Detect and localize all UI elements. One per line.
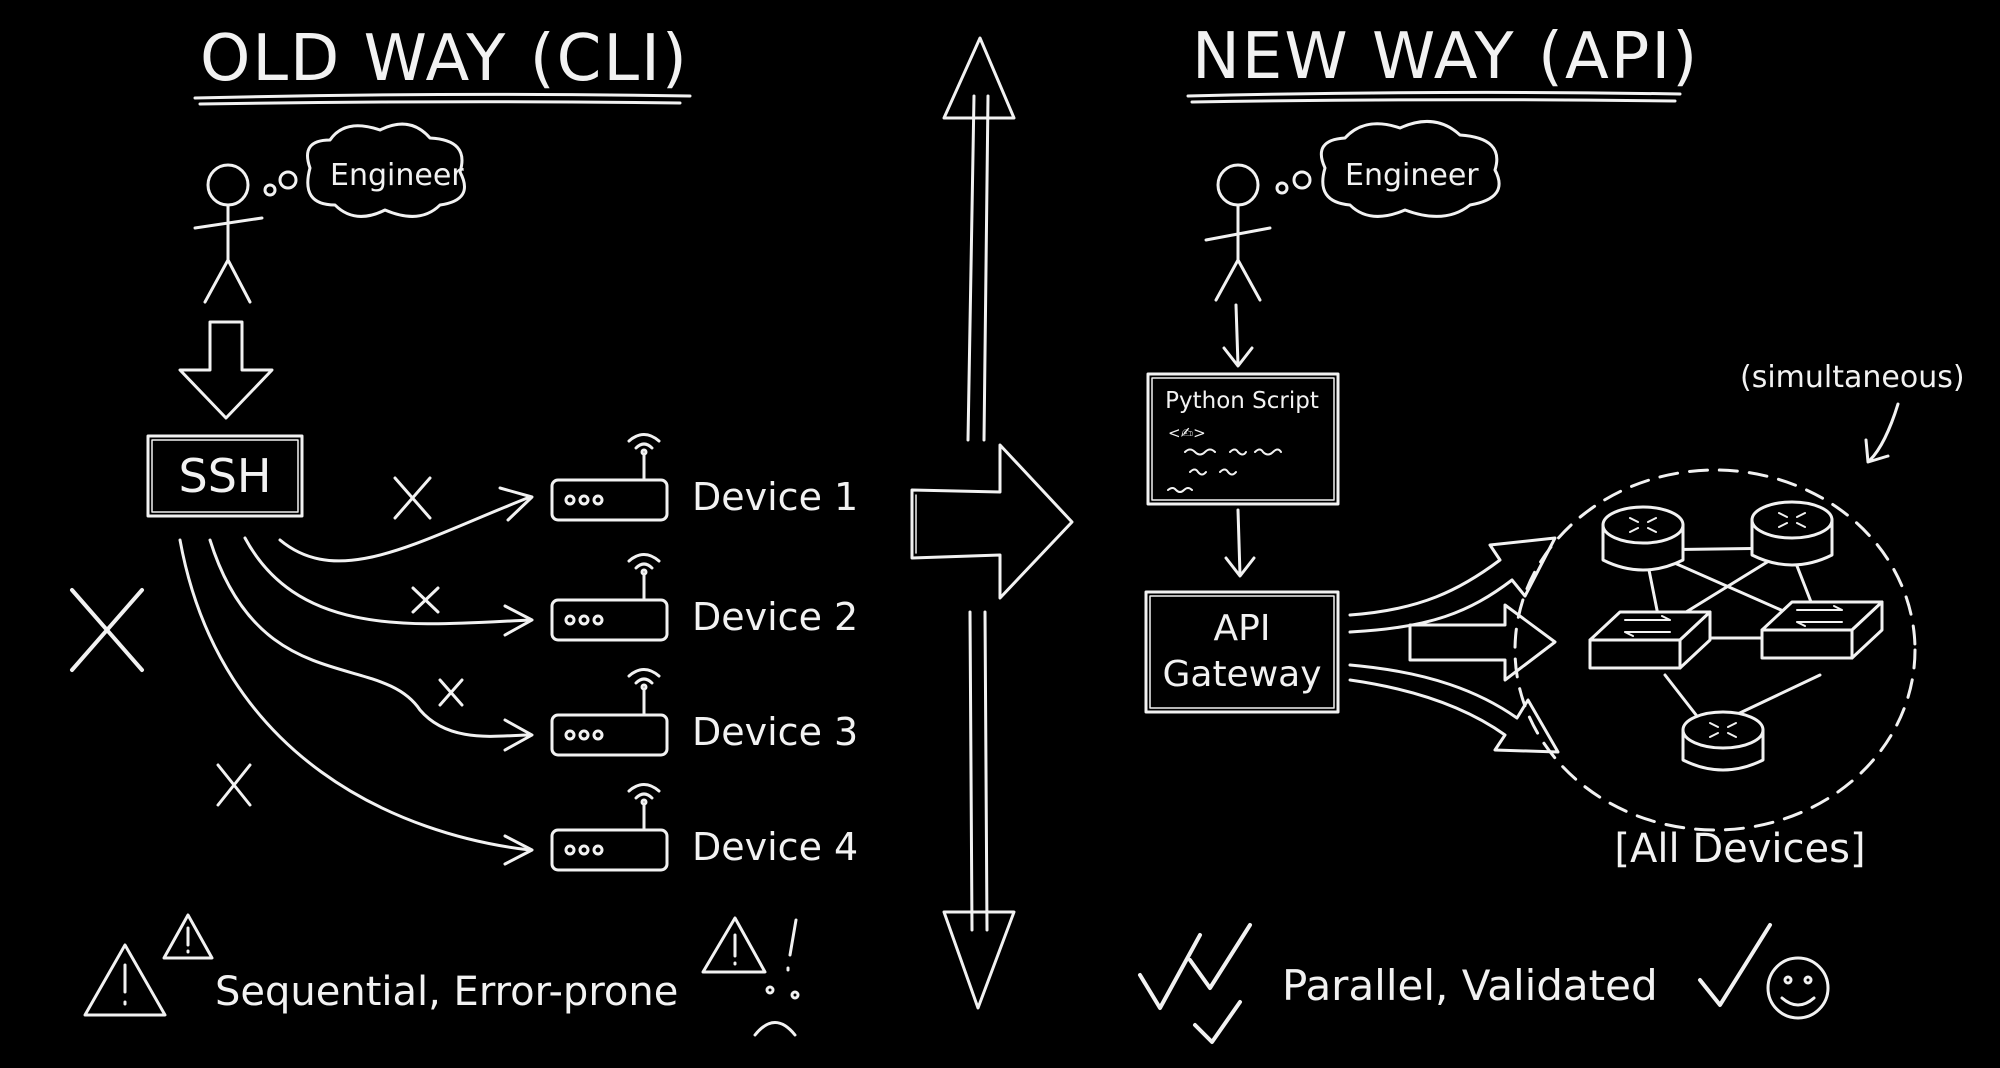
- switch-icon: [1588, 610, 1712, 670]
- parallel-arrow-icon: [1348, 536, 1557, 634]
- python-script-title: Python Script: [1165, 388, 1319, 414]
- router-icon: [1750, 500, 1834, 567]
- router-icon: [1601, 505, 1685, 572]
- x-icon: [216, 763, 252, 807]
- device-list: Device 1 Device 2 Device 3: [550, 433, 858, 872]
- smiley-icon: [1766, 956, 1830, 1020]
- warning-icon: [162, 913, 214, 960]
- api-gateway-box: API Gateway: [1144, 590, 1340, 714]
- checkmark-icons: [1138, 923, 1772, 1044]
- device-label: Device 1: [692, 475, 858, 519]
- new-way-footer: Parallel, Validated: [1282, 961, 1658, 1010]
- device-label: Device 3: [692, 710, 858, 754]
- warning-icon: [83, 943, 167, 1017]
- x-icon: [411, 586, 440, 614]
- arrow-up-icon: [942, 36, 1016, 120]
- note-arrow: [1864, 402, 1900, 464]
- arrow-to-script: [1222, 303, 1254, 368]
- x-icon: [438, 678, 464, 707]
- x-icon: [70, 588, 144, 672]
- simultaneous-note: (simultaneous): [1740, 360, 1965, 395]
- checkmark-icon: [1188, 923, 1252, 990]
- new-way-title-underline: [1186, 90, 1682, 104]
- ssh-box: SSH: [146, 434, 304, 518]
- down-arrow-icon: [178, 320, 274, 420]
- device-item: Device 2: [550, 553, 858, 642]
- old-way-footer: Sequential, Error-prone: [215, 969, 678, 1015]
- device-item: Device 1: [550, 433, 858, 522]
- router-icon: [550, 553, 669, 642]
- engineer-label-left: Engineer: [330, 158, 464, 193]
- router-icon: [550, 433, 669, 522]
- device-label: Device 2: [692, 595, 858, 639]
- arrow-down-icon: [942, 910, 1016, 1010]
- arrow-to-device-3: [208, 538, 532, 738]
- arrow-to-device-1: [278, 495, 532, 563]
- parallel-arrow-icon: [1408, 603, 1557, 682]
- code-scribble: [1167, 448, 1282, 493]
- divider-line: [966, 94, 990, 442]
- error-marks: [70, 476, 464, 807]
- arrow-to-device-1-head: [498, 486, 534, 522]
- all-devices-group: [1513, 468, 1917, 832]
- engineer-figure-right: [1204, 163, 1272, 302]
- new-way-title: NEW WAY (API): [1192, 20, 1699, 94]
- thought-bubble-left: [263, 122, 466, 218]
- arrow-to-device-3-head: [503, 718, 534, 752]
- transition-arrow-icon: [910, 443, 1074, 600]
- device-label: Device 4: [692, 825, 858, 869]
- router-icon: [1681, 710, 1765, 772]
- device-item: Device 3: [550, 668, 858, 757]
- arrow-to-device-4: [178, 538, 532, 852]
- parallel-arrow-icon: [1348, 663, 1560, 754]
- arrow-to-device-4-head: [503, 834, 534, 866]
- center-divider: [910, 36, 1074, 1010]
- arrow-to-device-2: [243, 536, 532, 626]
- x-icon: [393, 476, 432, 520]
- old-way-title-underline: [193, 92, 692, 106]
- all-devices-label: [All Devices]: [1614, 826, 1865, 872]
- device-item: Device 4: [550, 783, 858, 872]
- old-way-title: OLD WAY (CLI): [200, 22, 689, 96]
- network-links: [1643, 546, 1822, 722]
- engineer-label-right: Engineer: [1345, 158, 1479, 193]
- router-icon: [550, 668, 669, 757]
- arrow-to-device-2-head: [503, 604, 534, 637]
- warning-icons: [83, 913, 798, 1017]
- router-icon: [550, 783, 669, 872]
- arrow-to-gateway: [1224, 508, 1256, 578]
- ssh-label: SSH: [179, 449, 272, 503]
- thought-bubble-right: [1275, 119, 1501, 218]
- parallel-arrows: [1348, 536, 1560, 754]
- engineer-figure-left: [193, 163, 264, 304]
- exclamation-icon: [786, 918, 798, 972]
- checkmark-icon: [1138, 933, 1202, 1010]
- api-gateway-line2: Gateway: [1162, 654, 1321, 695]
- warning-icon: [701, 916, 767, 974]
- api-gateway-line1: API: [1214, 608, 1271, 649]
- checkmark-icon: [1698, 923, 1772, 1007]
- switch-icon: [1760, 600, 1884, 660]
- ssh-connection-arrows: [178, 486, 534, 866]
- divider-line: [968, 610, 989, 932]
- checkmark-icon: [1193, 1000, 1242, 1044]
- python-script-code: <✍>: [1168, 424, 1206, 442]
- python-script-box: Python Script <✍>: [1146, 372, 1340, 506]
- sad-face-icon: [753, 985, 800, 1037]
